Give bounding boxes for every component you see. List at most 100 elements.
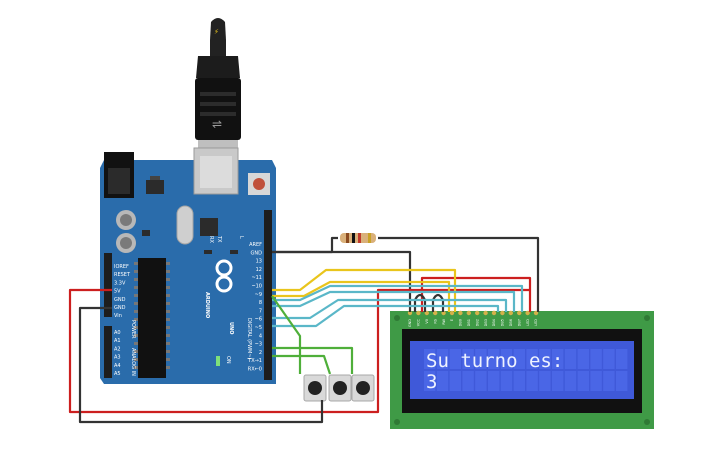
lcd-cell (552, 371, 564, 391)
lcd-pin-label: DB2 (475, 319, 479, 326)
lcd-cell (539, 371, 551, 391)
lcd-pin (416, 310, 421, 316)
power-pin-label: Vin (114, 313, 122, 319)
wire-cyan (272, 290, 516, 312)
lcd-pin-label: E (450, 319, 454, 321)
power-pin-label: GND (114, 297, 126, 303)
lcd-cell (603, 371, 615, 391)
digital-pin-label: 13 (256, 259, 262, 265)
digital-pin-label: TX→1 (247, 358, 262, 364)
wire-cyan (272, 284, 524, 312)
power-pin-label: RESET (114, 272, 131, 278)
lcd-pin-label: DB6 (509, 319, 513, 326)
digital-pin-label: AREF (249, 242, 262, 248)
lcd-cell (513, 349, 525, 369)
digital-pin-label: ~3 (255, 342, 262, 348)
lcd-cell (475, 371, 487, 391)
push-button[interactable] (351, 374, 375, 402)
lcd-pin-label: GND (408, 319, 412, 327)
lcd-cell (436, 349, 449, 369)
wire-green (272, 354, 332, 375)
power-pin-label: GND (114, 305, 126, 311)
lcd-cell (590, 349, 602, 369)
lcd-line-1: Su turno es: (426, 350, 563, 372)
digital-pin-label: 7 (259, 308, 262, 314)
lcd-pin (475, 310, 480, 316)
model-label: UNO (228, 322, 234, 335)
analog-pin-label: A1 (114, 338, 121, 344)
arduino-board (100, 147, 276, 384)
wire-cyan (272, 298, 508, 320)
lcd-line-2: 3 (426, 371, 437, 393)
lcd-cell (500, 371, 513, 391)
digital-pin-label: ~6 (255, 317, 262, 323)
wire-green (272, 346, 354, 374)
lcd-pin-label: RW (442, 318, 446, 324)
tx-label: TX (216, 235, 222, 243)
on-label: ON (225, 356, 231, 364)
svg-text:⇌: ⇌ (212, 117, 222, 131)
lcd-cell (552, 349, 564, 369)
lcd-pin-label: DB0 (459, 319, 463, 326)
push-button[interactable] (303, 374, 327, 402)
digital-pin-label: 12 (256, 267, 262, 273)
wire-black (378, 236, 540, 312)
lcd-cell (500, 349, 513, 369)
lcd-pin-label: DB7 (517, 319, 521, 326)
power-pin-label: 5V (114, 289, 121, 295)
lcd-cell (475, 349, 487, 369)
lcd-pin (483, 310, 488, 316)
lcd-pin-label: DB3 (484, 319, 488, 326)
lcd-cell (590, 371, 602, 391)
digital-pin-label: GND (251, 250, 263, 256)
lcd-cell (564, 349, 577, 369)
lcd-cell (526, 371, 538, 391)
lcd-cell (616, 371, 628, 391)
lcd-pin-label: RS (433, 318, 437, 323)
lcd-cell (424, 371, 436, 391)
lcd-pin (517, 310, 522, 316)
analog-pin-label: A2 (114, 346, 121, 352)
lcd-pin (525, 310, 530, 316)
lcd-cell (603, 349, 615, 369)
resistor (340, 233, 376, 243)
arduino-logo (215, 259, 233, 293)
usb-cable: ⚡ ⇌ (195, 18, 241, 152)
wire-green (271, 295, 302, 374)
lcd-cell (577, 349, 589, 369)
brand-label: ARDUINO (204, 292, 210, 318)
lcd-cell (616, 349, 628, 369)
push-button[interactable] (328, 374, 352, 402)
svg-text:⚡: ⚡ (214, 28, 219, 36)
analog-pin-label: A5 (114, 371, 121, 377)
lcd-pin-label: LED (526, 319, 530, 326)
lcd-pin-label: DB1 (467, 319, 471, 326)
lcd-pin-label: DB4 (492, 318, 496, 326)
lcd-cell (564, 371, 577, 391)
wire-black (272, 236, 338, 254)
wires (68, 236, 540, 424)
digital-pin-label: RX←0 (248, 367, 262, 373)
analog-pin-label: A4 (114, 363, 121, 369)
lcd-cell (577, 371, 589, 391)
lcd-cell (449, 371, 461, 391)
digital-pin-label: ~11 (251, 275, 262, 281)
push-buttons (303, 374, 375, 402)
lcd-cell (488, 371, 500, 391)
digital-pin-label: 8 (259, 300, 262, 306)
lcd-pin (449, 310, 455, 316)
analog-pin-label: A0 (114, 330, 121, 336)
lcd-cell (449, 349, 461, 369)
lcd-cell-grid (424, 349, 628, 391)
lcd-cell (526, 349, 538, 369)
lcd-cell (539, 349, 551, 369)
l-label: L (238, 236, 244, 239)
lcd-cell (488, 349, 500, 369)
analog-header-label: ANALOG IN (130, 348, 136, 376)
